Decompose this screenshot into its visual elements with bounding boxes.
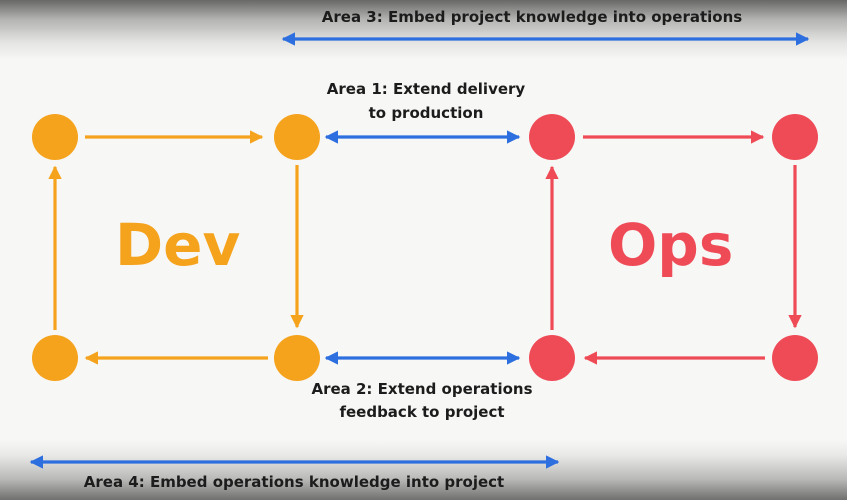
top-shadow [0,0,847,60]
area2-label-line2: feedback to project [339,403,505,421]
area2-label-line1: Area 2: Extend operations [311,380,533,398]
ops-title: Ops [608,211,734,279]
bottom-shadow [0,440,847,500]
ops-node-top-left [529,114,575,160]
dev-node-top-left [32,114,78,160]
dev-node-top-right [274,114,320,160]
dev-title: Dev [115,211,241,279]
ops-node-bottom-left [529,335,575,381]
area4-label: Area 4: Embed operations knowledge into … [83,473,505,491]
area3-label: Area 3: Embed project knowledge into ope… [321,8,743,26]
ops-node-top-right [772,114,818,160]
dev-node-bottom-left [32,335,78,381]
dev-node-bottom-right [274,335,320,381]
ops-node-bottom-right [772,335,818,381]
area1-label-line1: Area 1: Extend delivery [326,80,526,98]
area1-label-line2: to production [368,104,484,122]
